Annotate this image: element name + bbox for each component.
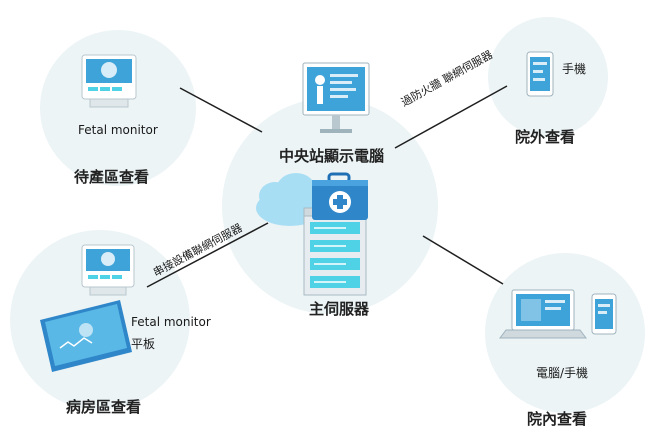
tablet-icon [40,300,132,372]
server-title: 主伺服器 [309,300,370,318]
ward-area-device-label: Fetal monitor [131,315,211,329]
link-waiting-center [179,87,263,133]
internal-device-label: 電腦/手機 [536,366,589,380]
medical-case-icon [312,172,368,220]
waiting-area-circle [40,30,196,186]
ward-area-title: 病房區查看 [66,398,142,416]
laptop-icon [499,289,587,339]
fetal-monitor-icon [81,54,137,108]
ward-area-device2-label: 平板 [131,337,156,351]
phone-icon [526,51,554,97]
central-monitor-icon [302,62,370,133]
link-ward-center [146,222,269,288]
waiting-area-title: 待產區查看 [74,168,150,186]
remote-title: 院外查看 [515,128,576,146]
internal-title: 院內查看 [527,410,588,428]
link-center-internal [422,235,504,285]
server-icon [303,207,367,296]
phone-icon [591,293,617,335]
center-title: 中央站顯示電腦 [279,147,385,165]
fetal-monitor-icon [81,244,135,296]
remote-device-label: 手機 [562,62,587,76]
link-center-remote [394,85,508,149]
waiting-area-device-label: Fetal monitor [78,123,158,137]
